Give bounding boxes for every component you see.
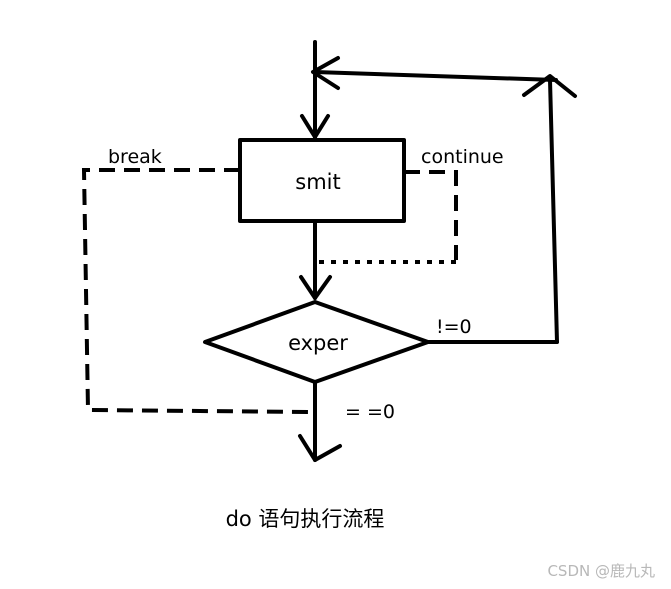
false-label: = =0: [345, 401, 395, 423]
process-label: smit: [295, 170, 340, 194]
entry-arrowhead: [300, 114, 330, 139]
break-dashed-path: [81, 168, 314, 414]
process-box: [238, 138, 406, 223]
decision-arrowhead: [299, 275, 332, 300]
loop-back-line: [313, 70, 558, 82]
diagram-caption: do 语句执行流程: [225, 507, 385, 531]
loop-right-line: [548, 78, 559, 344]
exit-arrowhead: [298, 434, 342, 462]
break-label: break: [108, 146, 162, 168]
true-label: !=0: [436, 316, 472, 338]
watermark: CSDN @鹿九丸: [547, 562, 655, 580]
decision-label: exper: [288, 331, 348, 355]
continue-label: continue: [421, 146, 504, 168]
loop-up-arrowhead: [522, 74, 577, 98]
continue-dashed-path: [404, 170, 458, 260]
loop-back-arrowhead: [311, 56, 340, 90]
